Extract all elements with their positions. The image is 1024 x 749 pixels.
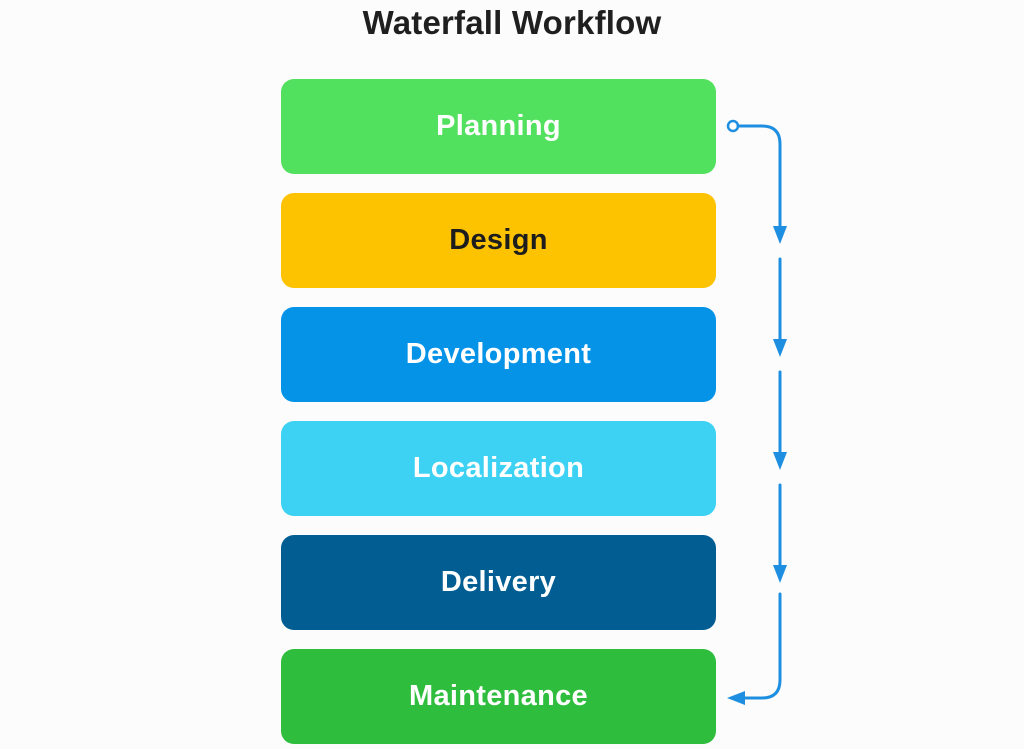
arrow-head-4 bbox=[773, 565, 787, 583]
arrow-head-1 bbox=[773, 226, 787, 244]
stage-design: Design bbox=[281, 193, 716, 288]
diagram-title: Waterfall Workflow bbox=[362, 4, 662, 41]
connector-start-circle bbox=[726, 119, 740, 133]
stage-maintenance: Maintenance bbox=[281, 649, 716, 744]
connector-segment-1 bbox=[736, 124, 782, 234]
stage-label-development: Development bbox=[405, 338, 592, 370]
stage-localization: Localization bbox=[281, 421, 716, 516]
stage-planning: Planning bbox=[281, 79, 716, 174]
connector-segment-5 bbox=[740, 592, 782, 700]
arrow-head-3 bbox=[773, 452, 787, 470]
stage-label-localization: Localization bbox=[412, 452, 585, 484]
stage-label-maintenance: Maintenance bbox=[409, 680, 588, 712]
arrow-head-5 bbox=[727, 691, 745, 705]
stage-label-delivery: Delivery bbox=[440, 566, 557, 598]
arrow-head-2 bbox=[773, 339, 787, 357]
stage-label-planning: Planning bbox=[436, 110, 561, 142]
stage-delivery: Delivery bbox=[281, 535, 716, 630]
stage-label-design: Design bbox=[449, 224, 548, 256]
stage-development: Development bbox=[281, 307, 716, 402]
